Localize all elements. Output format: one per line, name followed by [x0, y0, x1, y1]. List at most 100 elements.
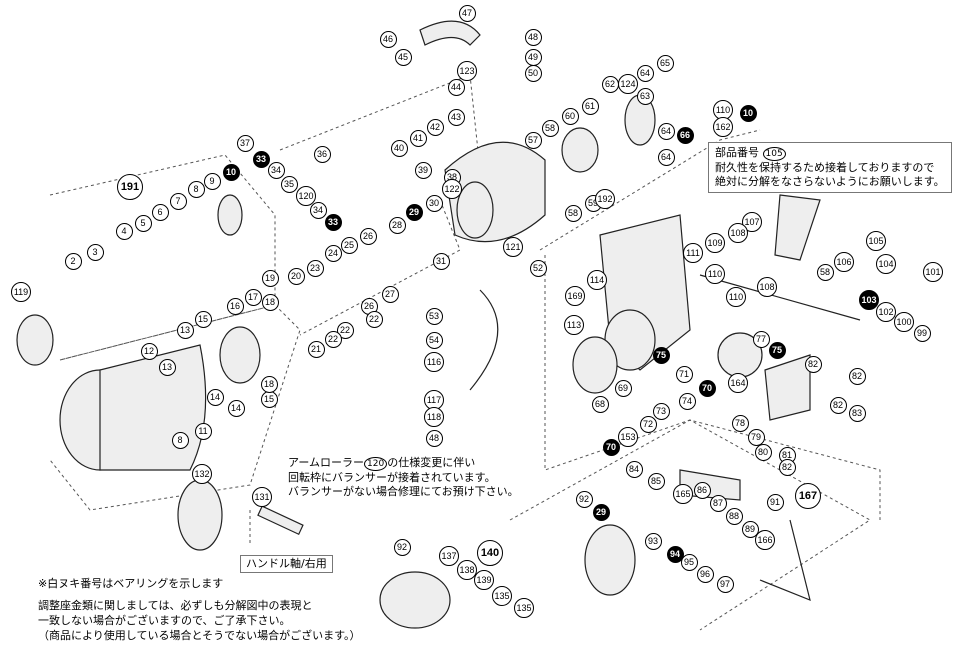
part-callout-8: 8: [171, 431, 189, 449]
part-callout-96: 96: [696, 565, 714, 583]
part-callout-137: 137: [439, 546, 459, 566]
part-callout-123: 123: [457, 61, 477, 81]
part-callout-2: 2: [64, 252, 82, 270]
glue-title: 部品番号: [715, 146, 759, 159]
spool-shaft-plate-shape: [219, 326, 261, 384]
part-callout-35: 35: [280, 175, 298, 193]
spool-boundary: [49, 304, 301, 511]
part-callout-106: 106: [834, 252, 854, 272]
part-callout-13: 13: [176, 321, 194, 339]
part-callout-15: 15: [194, 310, 212, 328]
part-callout-40: 40: [390, 139, 408, 157]
part-callout-118: 118: [424, 407, 444, 427]
part-callout-70: 70: [602, 438, 620, 456]
part-callout-108: 108: [728, 223, 748, 243]
part-callout-46: 46: [379, 30, 397, 48]
cap-shape: [177, 479, 223, 551]
shim-note: 調整座金類に関しましては、必ずしも分解図中の表現と 一致しない場合がございますの…: [38, 598, 361, 643]
part-callout-82: 82: [848, 367, 866, 385]
part-callout-29: 29: [405, 203, 423, 221]
part-callout-95: 95: [680, 553, 698, 571]
part-callout-107: 107: [742, 212, 762, 232]
part-callout-58: 58: [564, 204, 582, 222]
part-callout-124: 124: [618, 74, 638, 94]
part-callout-85: 85: [647, 472, 665, 490]
balancer-wire-shape: [469, 289, 499, 391]
part-callout-7: 7: [169, 192, 187, 210]
part-callout-140: 140: [477, 540, 503, 566]
part-callout-72: 72: [639, 415, 657, 433]
part-callout-10: 10: [739, 104, 757, 122]
part-callout-94: 94: [666, 545, 684, 563]
part-callout-78: 78: [731, 414, 749, 432]
part-callout-92: 92: [393, 538, 411, 556]
part-callout-74: 74: [678, 392, 696, 410]
part-callout-82: 82: [829, 396, 847, 414]
part-callout-116: 116: [424, 352, 444, 372]
part-callout-100: 100: [894, 312, 914, 332]
part-callout-68: 68: [591, 395, 609, 413]
part-callout-84: 84: [625, 460, 643, 478]
part-callout-64: 64: [657, 122, 675, 140]
part-callout-64: 64: [636, 64, 654, 82]
part-callout-58: 58: [816, 263, 834, 281]
part-callout-6: 6: [151, 203, 169, 221]
part-callout-22: 22: [324, 330, 342, 348]
part-callout-47: 47: [458, 4, 476, 22]
part-callout-93: 93: [644, 532, 662, 550]
part-callout-43: 43: [447, 108, 465, 126]
part-callout-70: 70: [698, 379, 716, 397]
pinion-boundary: [539, 129, 761, 251]
part-callout-132: 132: [192, 464, 212, 484]
part-callout-39: 39: [414, 161, 432, 179]
part-callout-33: 33: [252, 150, 270, 168]
part-callout-65: 65: [656, 54, 674, 72]
part-callout-169: 169: [565, 286, 585, 306]
part-callout-62: 62: [601, 75, 619, 93]
part-callout-50: 50: [524, 64, 542, 82]
part-callout-104: 104: [876, 254, 896, 274]
glue-part-number: 105: [762, 147, 786, 161]
part-callout-73: 73: [652, 402, 670, 420]
arm-roller-part-number: 120: [364, 457, 388, 471]
part-callout-58: 58: [541, 119, 559, 137]
part-callout-91: 91: [766, 493, 784, 511]
part-callout-37: 37: [236, 134, 254, 152]
part-callout-21: 21: [307, 340, 325, 358]
part-callout-86: 86: [693, 481, 711, 499]
rotor-boundary: [299, 199, 461, 336]
part-callout-17: 17: [244, 288, 262, 306]
shim-line-3: （商品により使用している場合とそうでない場合がございます。）: [38, 629, 361, 642]
part-callout-89: 89: [741, 520, 759, 538]
glue-line-1: 耐久性を保持するため接着しておりますので: [715, 161, 935, 174]
part-callout-44: 44: [447, 78, 465, 96]
part-callout-33: 33: [324, 213, 342, 231]
part-callout-66: 66: [676, 126, 694, 144]
part-callout-108: 108: [757, 277, 777, 297]
arm-roller-line-2: 回転枠にバランサーが接着されています。: [288, 471, 496, 484]
part-callout-34: 34: [267, 161, 285, 179]
part-callout-14: 14: [206, 388, 224, 406]
part-callout-48: 48: [425, 429, 443, 447]
drag-knob-shape: [16, 314, 54, 366]
part-callout-26: 26: [359, 227, 377, 245]
part-callout-75: 75: [652, 346, 670, 364]
part-callout-14: 14: [227, 399, 245, 417]
part-callout-121: 121: [503, 237, 523, 257]
part-callout-80: 80: [754, 443, 772, 461]
part-callout-101: 101: [923, 262, 943, 282]
part-callout-8: 8: [187, 180, 205, 198]
part-callout-52: 52: [529, 259, 547, 277]
part-callout-162: 162: [713, 117, 733, 137]
part-callout-29: 29: [592, 503, 610, 521]
part-callout-71: 71: [675, 365, 693, 383]
part-callout-103: 103: [859, 290, 879, 310]
part-callout-138: 138: [457, 560, 477, 580]
shim-line-1: 調整座金類に関しましては、必ずしも分解図中の表現と: [38, 599, 313, 612]
part-callout-164: 164: [728, 373, 748, 393]
part-callout-102: 102: [876, 302, 896, 322]
part-callout-114: 114: [587, 270, 607, 290]
part-callout-77: 77: [752, 330, 770, 348]
part-callout-20: 20: [287, 267, 305, 285]
